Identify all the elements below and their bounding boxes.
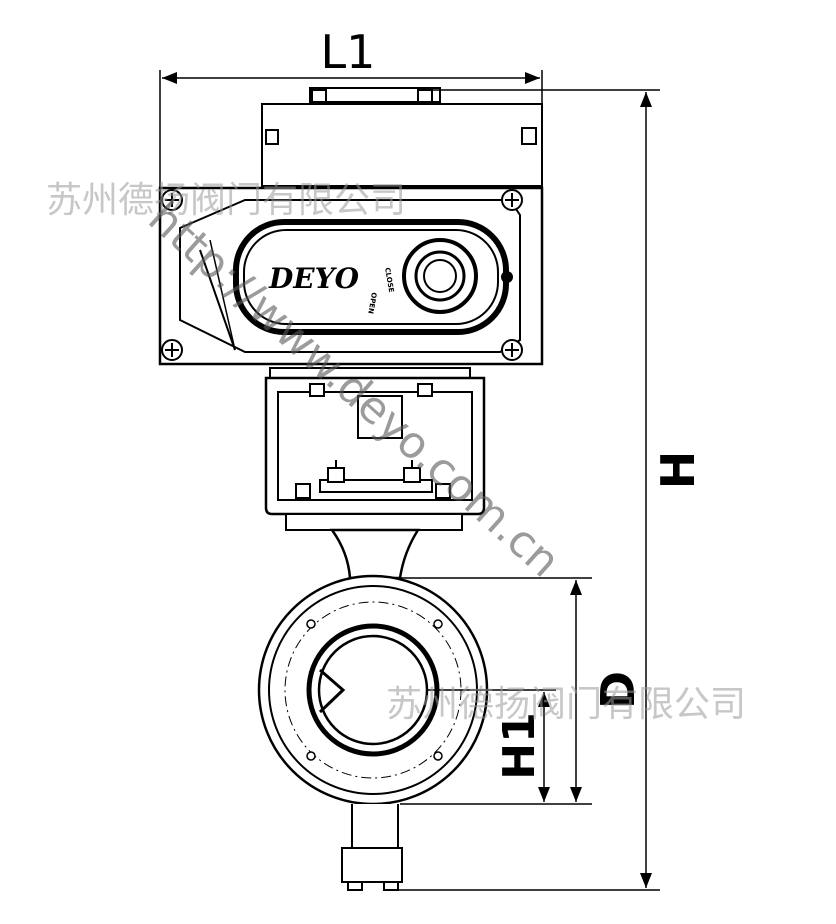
- open-label: OPEN: [366, 292, 378, 315]
- dimension-lines: [159, 70, 660, 891]
- dimension-d-label: D: [591, 671, 645, 709]
- watermark-company-top: 苏州德扬阀门有限公司: [46, 180, 406, 221]
- position-indicator: [402, 238, 478, 314]
- dimension-l1-label: L1: [321, 25, 376, 79]
- actuator-corner-bolts: [161, 189, 523, 361]
- watermark-company-bottom: 苏州德扬阀门有限公司: [386, 684, 746, 725]
- bottom-shaft: [341, 804, 403, 891]
- mounting-bracket: [264, 367, 486, 531]
- actuator-top-cover: [261, 87, 543, 187]
- brand-logo: DEYO: [268, 262, 360, 295]
- dimension-h-label: H: [651, 451, 705, 490]
- valve-body: [257, 574, 489, 806]
- dimension-h1-label: H1: [494, 712, 545, 779]
- valve-neck: [329, 528, 421, 580]
